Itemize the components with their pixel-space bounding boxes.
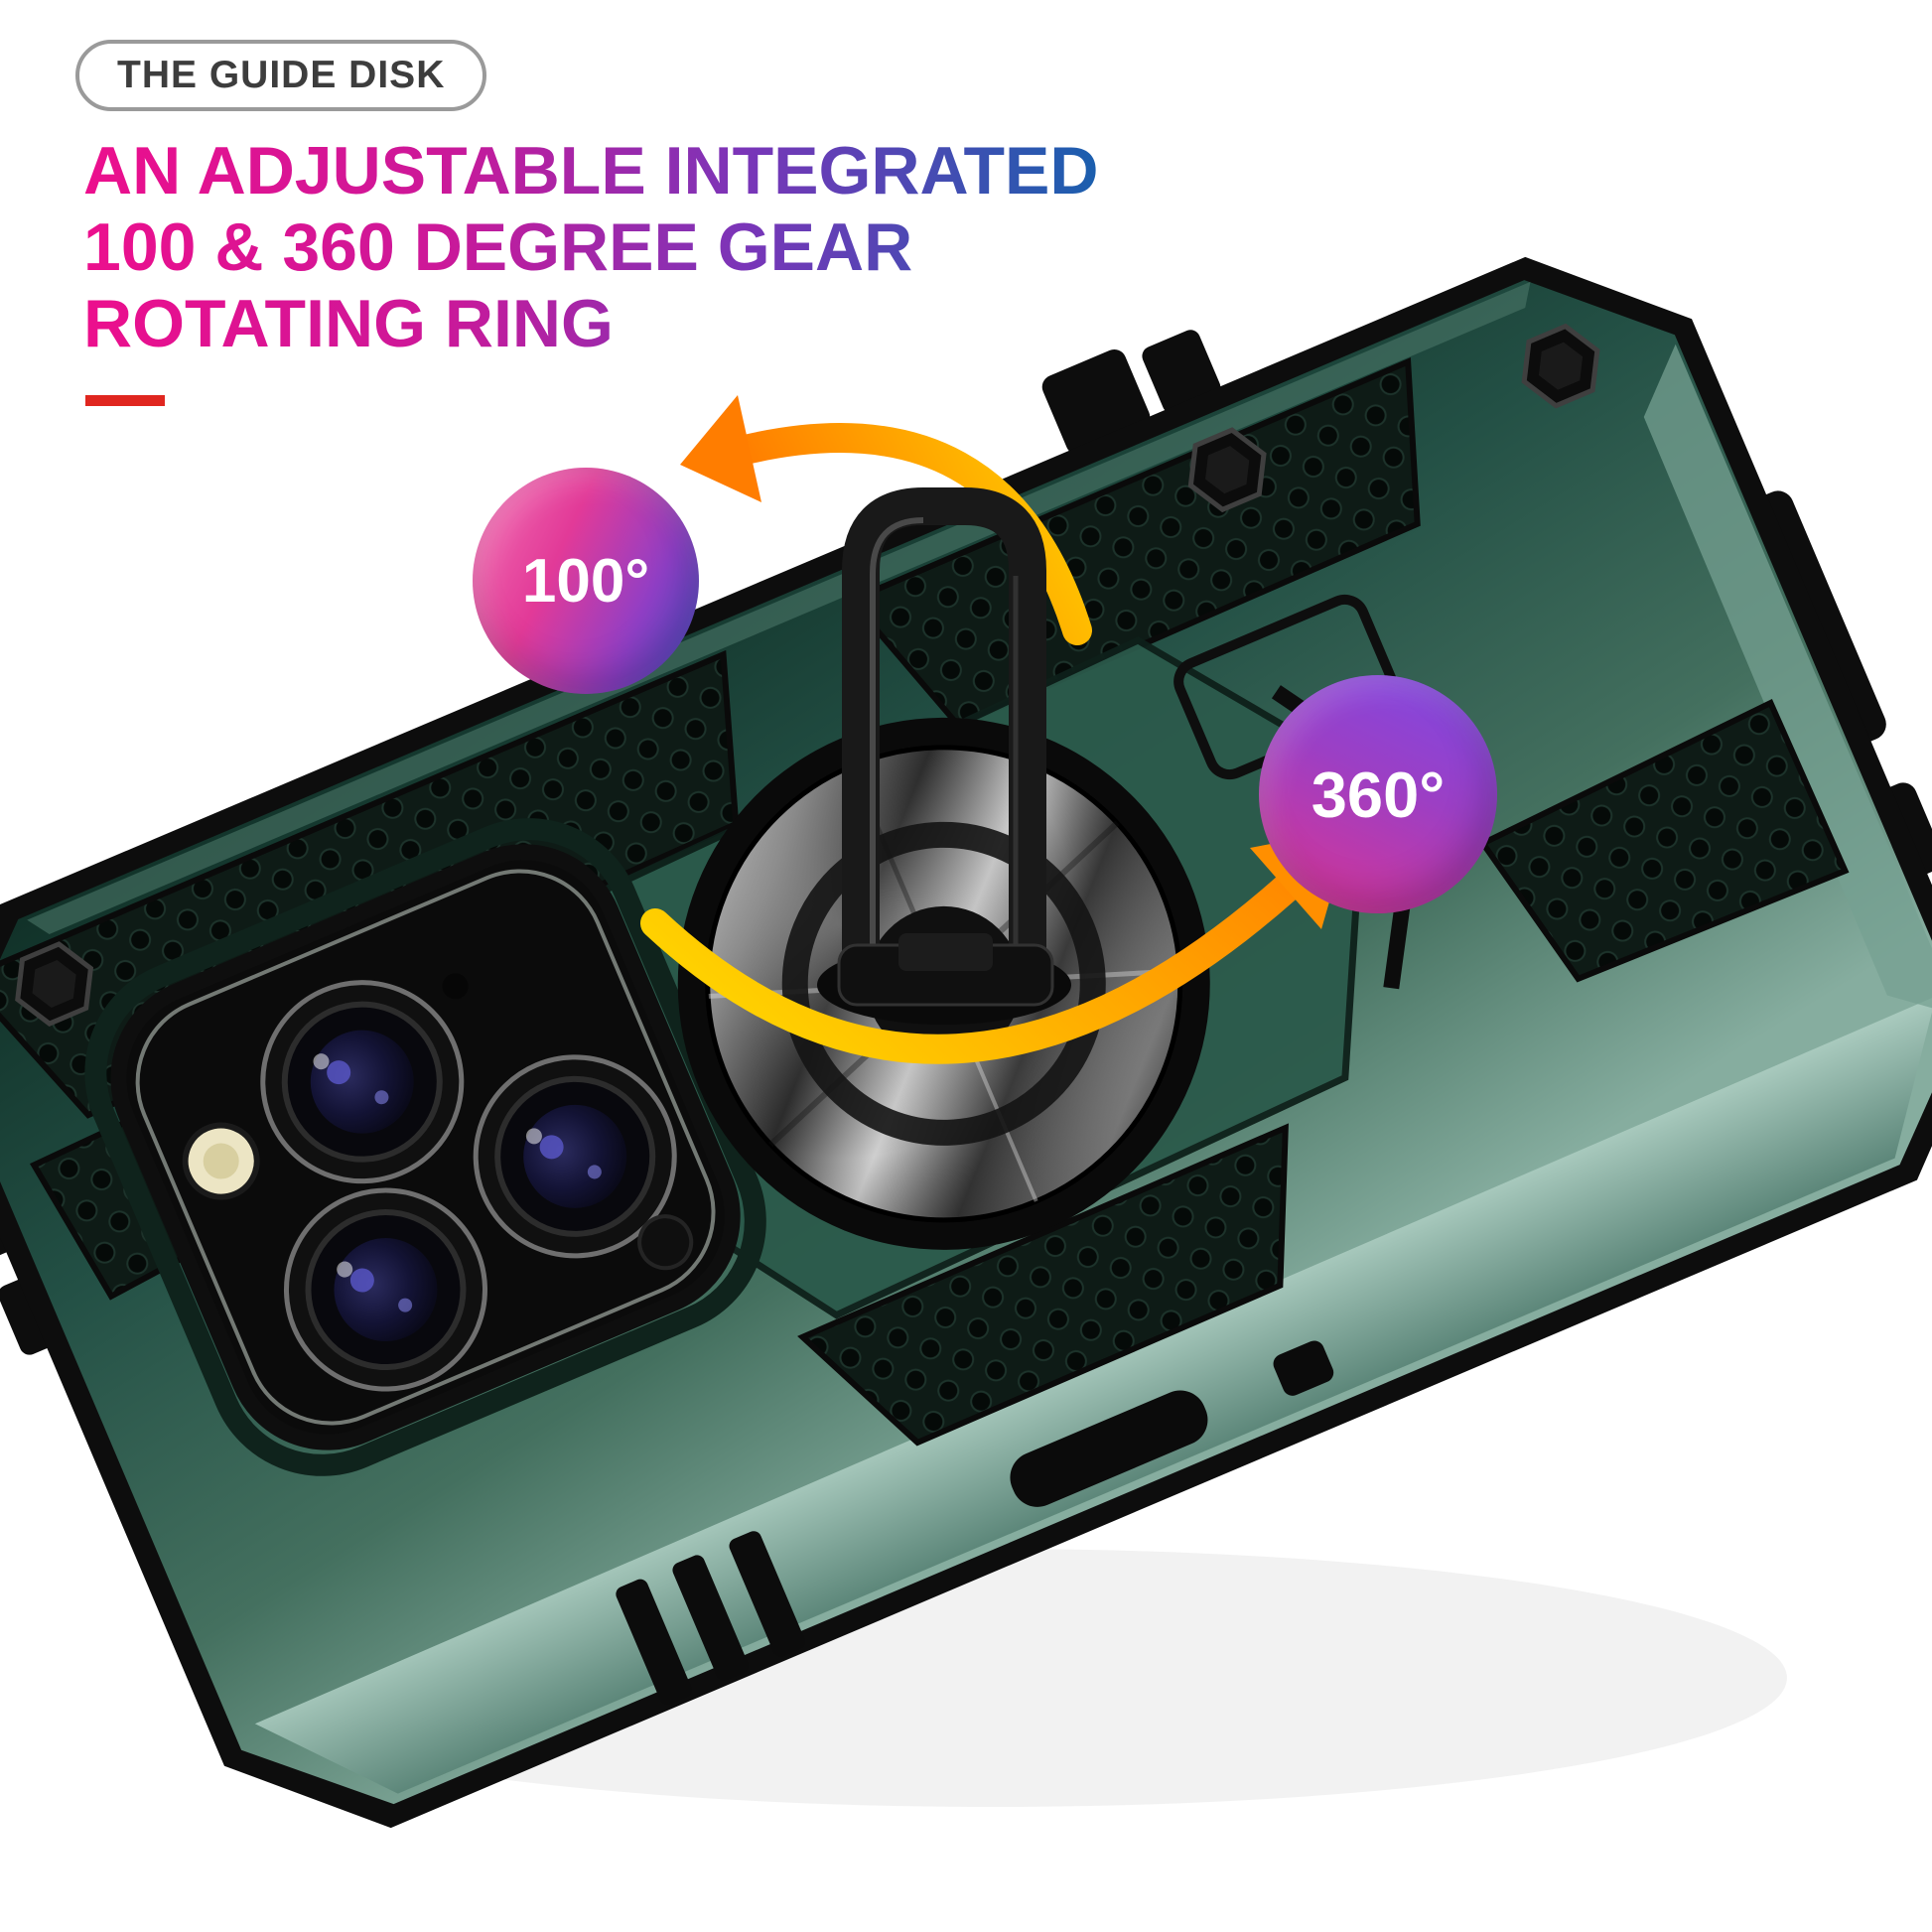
angle-badge-360: 360°: [1259, 675, 1497, 913]
guide-disk-label: THE GUIDE DISK: [117, 54, 446, 96]
camera-mic-dot: [442, 973, 469, 1000]
case-bottom-grip: [616, 1340, 1334, 1705]
case-top-rim: [27, 281, 1531, 934]
headline: AN ADJUSTABLE INTEGRATED 100 & 360 DEGRE…: [83, 133, 1099, 361]
camera-lens: [473, 1054, 677, 1259]
angle-badge-360-label: 360°: [1311, 758, 1446, 831]
angle-badge-100-label: 100°: [521, 546, 650, 616]
angle-badge-100: 100°: [473, 468, 699, 694]
headline-line-2: 100 & 360 DEGREE GEAR: [83, 208, 913, 285]
camera-lidar: [637, 1214, 694, 1271]
camera-module: [84, 818, 766, 1476]
case-bottom-bevel: [254, 996, 1932, 1794]
case-right-bevel: [1643, 344, 1932, 1017]
headline-line-3: ROTATING RING: [83, 285, 614, 361]
headline-line-1: AN ADJUSTABLE INTEGRATED: [83, 133, 1099, 208]
ring-stand: [817, 487, 1071, 1025]
hex-screws: [15, 323, 1600, 1027]
camera-lens: [260, 980, 465, 1184]
guide-disk-pill: THE GUIDE DISK: [75, 40, 487, 111]
red-accent-dash: [85, 395, 165, 406]
camera-flash-inner: [203, 1143, 239, 1179]
camera-lens: [283, 1187, 487, 1392]
rotation-arrow-100: [680, 395, 1092, 645]
